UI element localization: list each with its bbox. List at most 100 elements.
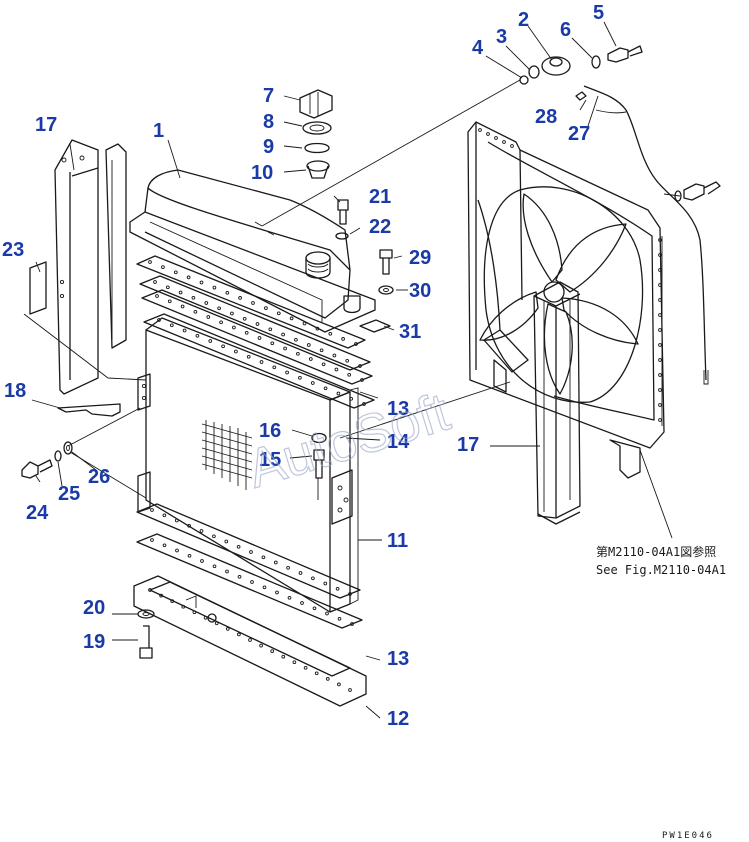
- bolt-hole: [173, 270, 178, 275]
- bolt-hole: [165, 285, 170, 290]
- bolt-hole: [354, 342, 358, 346]
- bolt-hole: [281, 332, 285, 337]
- bolt-hole: [294, 337, 298, 342]
- bolt-hole: [348, 688, 352, 692]
- bolt-hole: [264, 306, 268, 310]
- bolt-hole: [310, 381, 315, 385]
- bolt-hole: [259, 360, 264, 364]
- upper-gaskets: [136, 255, 375, 409]
- bolt-hole: [217, 306, 221, 311]
- bolt-hole: [275, 590, 279, 595]
- callout-4: 4: [472, 37, 484, 59]
- bolt-hole: [289, 316, 294, 321]
- bolt-hole: [192, 610, 197, 615]
- bolt-hole: [292, 660, 297, 665]
- bolt-hole: [162, 543, 167, 548]
- bolt-hole: [257, 336, 262, 340]
- bolt-hole: [148, 260, 152, 264]
- bolt-hole: [182, 328, 187, 333]
- callout-29: 29: [409, 247, 431, 269]
- bolt-hole: [658, 343, 662, 347]
- bolt-hole: [328, 331, 333, 336]
- bracket-18: [57, 403, 121, 417]
- small-parts: [21, 45, 721, 659]
- callout-5: 5: [593, 2, 604, 24]
- bolt-hole: [187, 553, 192, 558]
- callout-9: 9: [263, 136, 274, 158]
- bolt-hole: [348, 592, 352, 596]
- bolt-hole: [658, 238, 662, 242]
- callout-16: 16: [259, 420, 281, 442]
- bolt-hole: [306, 343, 311, 347]
- bolt-hole: [225, 290, 230, 295]
- bolt-hole: [225, 569, 229, 574]
- callout-22: 22: [369, 216, 391, 238]
- bolt-hole: [494, 136, 498, 140]
- bolt-hole: [212, 564, 217, 569]
- bolt-hole: [204, 301, 209, 305]
- bolt-hole: [191, 295, 196, 300]
- bolt-hole: [169, 323, 174, 328]
- bolt-hole: [334, 367, 339, 372]
- bolt-hole: [658, 358, 662, 362]
- callout-18: 18: [4, 380, 26, 402]
- callout-20: 20: [83, 597, 105, 619]
- bolt-hole: [170, 599, 175, 603]
- bolt-hole: [341, 337, 345, 341]
- bolt-hole: [360, 378, 364, 382]
- bolt-hole: [195, 333, 200, 338]
- bolt-hole: [312, 606, 317, 611]
- bolt-hole: [237, 574, 242, 579]
- callout-24: 24: [26, 502, 49, 524]
- bolt-hole: [255, 322, 260, 326]
- callout-17-left: 17: [35, 114, 57, 136]
- bolt-hole: [302, 321, 307, 326]
- bolt-hole: [225, 627, 230, 631]
- bolt-hole: [273, 560, 278, 565]
- bolt-hole: [283, 346, 287, 351]
- bolt-hole: [658, 268, 662, 272]
- callout-3: 3: [496, 26, 507, 48]
- bolt-hole: [272, 365, 277, 370]
- bolt-hole: [308, 357, 313, 361]
- bolt-hole: [232, 325, 236, 330]
- bolt-hole: [336, 391, 341, 396]
- bolt-hole: [311, 576, 315, 581]
- bolt-hole: [332, 353, 337, 358]
- bolt-hole: [268, 327, 273, 332]
- bolt-hole: [281, 654, 286, 659]
- bolt-hole: [203, 615, 208, 620]
- bolt-hole: [206, 315, 211, 319]
- bolt-hole: [658, 298, 662, 302]
- bolt-hole: [178, 290, 183, 295]
- bolt-hole: [150, 538, 154, 542]
- callout-28: 28: [535, 106, 557, 128]
- bolt-hole: [323, 386, 328, 391]
- bolt-hole: [219, 320, 223, 325]
- bolt-hole: [323, 581, 328, 586]
- bolt-hole: [314, 671, 319, 676]
- bolt-hole: [174, 518, 179, 523]
- bolt-hole: [362, 402, 366, 406]
- bolt-hole: [270, 341, 275, 346]
- callout-8: 8: [263, 111, 274, 133]
- callout-27: 27: [568, 123, 590, 145]
- bolt-hole: [246, 354, 251, 359]
- right-side-support: [533, 281, 581, 525]
- bolt-hole: [155, 294, 159, 298]
- bolt-hole: [199, 529, 204, 533]
- bolt-hole: [230, 311, 234, 316]
- bolt-hole: [276, 311, 281, 316]
- callout-15: 15: [259, 449, 281, 471]
- callouts: 1 2 3 4 5 6 7 8 9 10 11 12 13 13 14 15 1…: [2, 2, 604, 730]
- bolt-hole: [249, 550, 253, 554]
- callout-7: 7: [263, 85, 274, 107]
- bolt-hole: [234, 349, 238, 354]
- bolt-hole: [298, 571, 303, 575]
- bolt-hole: [345, 358, 350, 363]
- bolt-hole: [658, 283, 662, 287]
- bolt-hole: [193, 309, 198, 314]
- bolt-hole: [347, 372, 352, 377]
- bolt-hole: [199, 280, 204, 285]
